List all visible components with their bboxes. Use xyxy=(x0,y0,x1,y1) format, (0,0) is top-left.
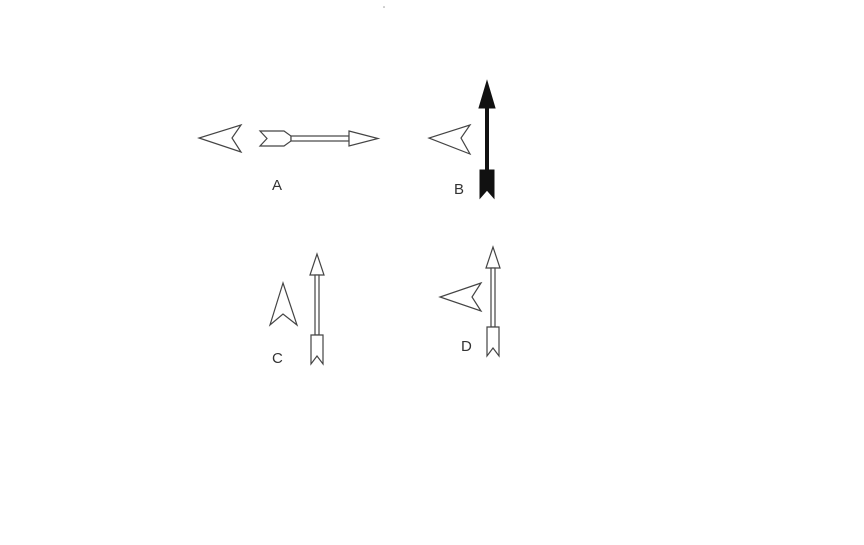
panel-a-arrow-right-icon xyxy=(258,130,381,147)
panel-a-chevron-left-icon xyxy=(197,123,243,154)
panel-c xyxy=(268,252,325,366)
panel-c-arrow-up-icon xyxy=(309,252,325,366)
panel-c-chevron-up-icon xyxy=(268,281,299,327)
panel-c-label: C xyxy=(272,350,283,367)
panel-b xyxy=(427,79,496,200)
panel-d xyxy=(438,245,501,358)
panel-a xyxy=(197,123,381,154)
panel-a-label: A xyxy=(272,177,283,194)
panel-d-label: D xyxy=(461,338,472,355)
panel-b-arrow-up-icon xyxy=(478,79,496,200)
panel-b-label: B xyxy=(454,181,465,198)
speck xyxy=(383,6,385,8)
panel-b-chevron-left-icon xyxy=(427,123,472,156)
panel-d-chevron-left-icon xyxy=(438,281,483,313)
panel-d-arrow-up-icon xyxy=(485,245,501,358)
